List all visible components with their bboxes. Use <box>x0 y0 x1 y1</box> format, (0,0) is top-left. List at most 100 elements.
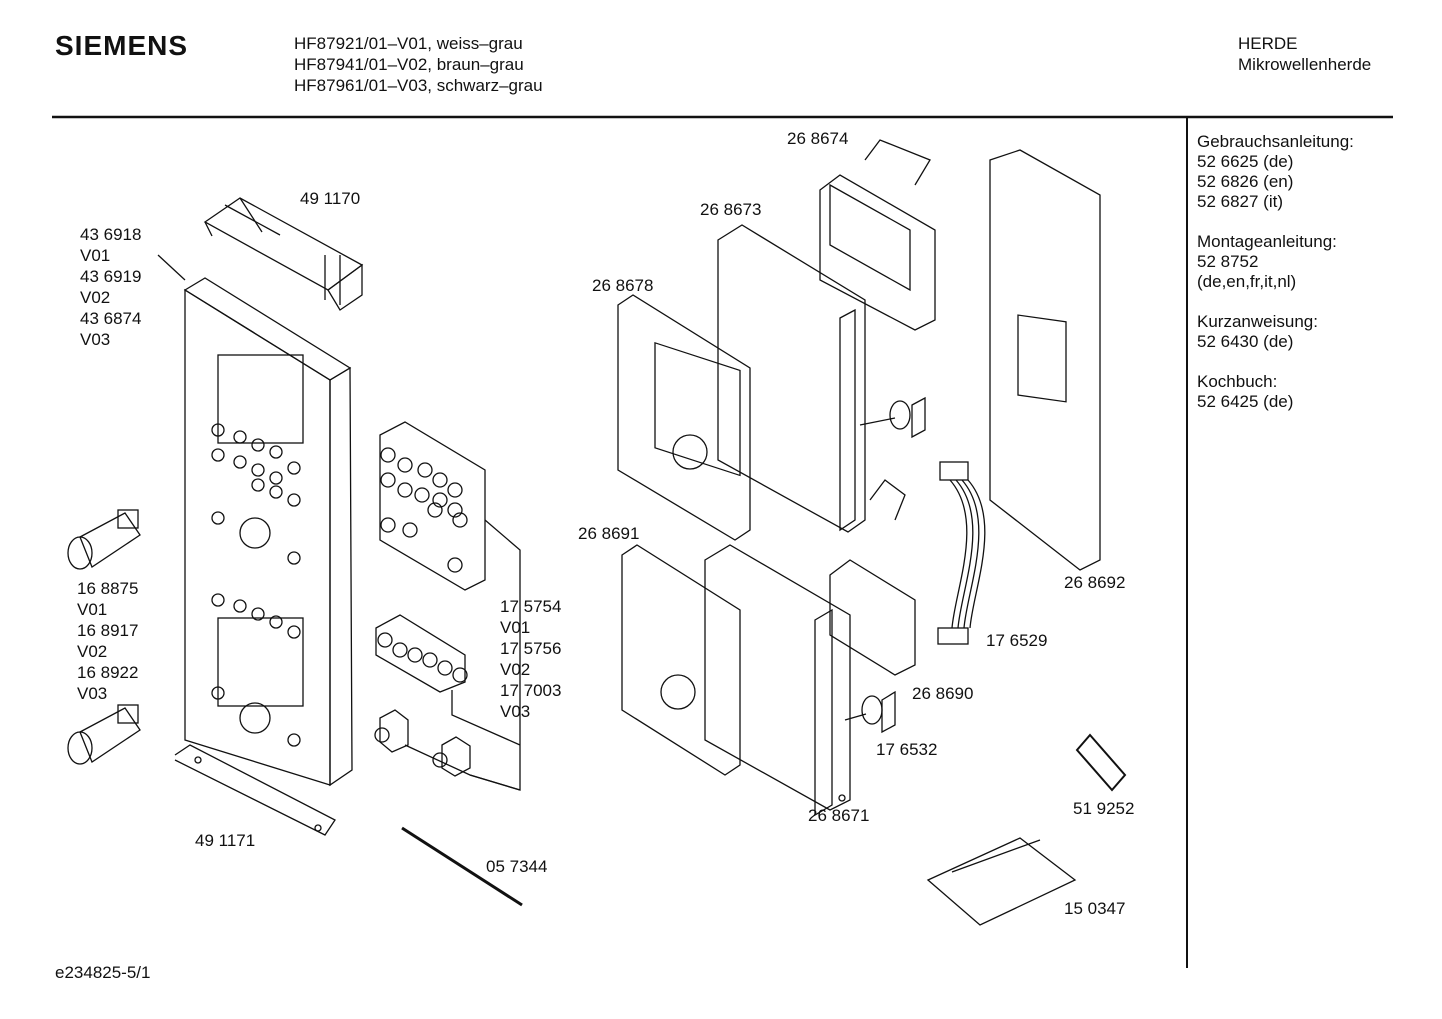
panel-button-icon <box>233 599 247 613</box>
key-button-icon <box>452 512 468 528</box>
doc-group-kurzanweisung: Kurzanweisung: 52 6430 (de) <box>1197 312 1354 352</box>
doc-line: 52 6826 (en) <box>1197 172 1294 191</box>
part-carrier-lower <box>704 544 851 817</box>
key-button-icon <box>380 472 396 488</box>
part-label-line: 17 7003 <box>500 681 562 700</box>
part-label-057344: 05 7344 <box>486 857 548 876</box>
part-bracket-491170 <box>203 197 364 311</box>
panel-button-icon <box>287 625 301 639</box>
part-carrier-upper <box>717 224 866 533</box>
key-button-icon <box>374 727 390 743</box>
doc-title: Kurzanweisung: <box>1197 312 1318 331</box>
part-label-268671: 26 8671 <box>808 806 870 825</box>
panel-button-icon <box>269 615 283 629</box>
doc-title: Gebrauchsanleitung: <box>1197 132 1354 151</box>
key-buttons <box>374 447 468 768</box>
key-button-icon <box>380 447 396 463</box>
leader-line <box>157 254 186 281</box>
panel-button-icon <box>287 733 301 747</box>
key-button-icon <box>432 472 448 488</box>
part-screw-bag <box>926 837 1077 926</box>
part-label-268674: 26 8674 <box>787 129 849 148</box>
part-label-line: 17 5756 <box>500 639 562 658</box>
part-label-line: 43 6874 <box>80 309 142 328</box>
part-knob-upper <box>67 509 141 570</box>
bracket-line <box>404 744 521 791</box>
part-label-line: V03 <box>80 330 111 349</box>
key-button-icon <box>432 752 448 768</box>
panel-button-icon <box>211 593 225 607</box>
doc-line: 52 6827 (it) <box>1197 192 1283 211</box>
key-button-icon <box>407 647 423 663</box>
key-button-icon <box>392 642 408 658</box>
part-label-168875-group: 16 8875 V01 16 8917 V02 16 8922 V03 <box>77 578 138 704</box>
model-line: HF87961/01–V03, schwarz–grau <box>294 76 543 95</box>
part-display-frame-upper <box>617 294 751 541</box>
key-button-icon <box>447 482 463 498</box>
key-button-icon <box>447 502 463 518</box>
part-label-150347: 15 0347 <box>1064 899 1126 918</box>
drawing-number: e234825-5/1 <box>55 963 151 982</box>
part-label-line: V02 <box>500 660 531 679</box>
panel-button-icon <box>211 423 225 437</box>
key-button-icon <box>452 667 468 683</box>
key-button-icon <box>432 492 448 508</box>
doc-line: 52 6425 (de) <box>1197 392 1294 411</box>
panel-button-icon <box>211 511 225 525</box>
category-line: Mikrowellenherde <box>1238 55 1372 74</box>
panel-button-icon <box>211 686 225 700</box>
key-button-icon <box>397 482 413 498</box>
key-button-icon <box>377 632 393 648</box>
part-label-176532: 17 6532 <box>876 740 938 759</box>
panel-button-icon <box>287 551 301 565</box>
part-key-single-a <box>379 709 409 753</box>
panel-button-icon <box>233 455 247 469</box>
part-label-line: 43 6918 <box>80 225 142 244</box>
panel-button-icon <box>251 607 265 621</box>
doc-line: (de,en,fr,it,nl) <box>1197 272 1297 291</box>
part-key-single-b <box>441 736 471 777</box>
panel-button-icon <box>287 493 301 507</box>
part-label-491170: 49 1170 <box>300 189 361 208</box>
part-label-268673: 26 8673 <box>700 200 762 219</box>
panel-button-icon <box>233 430 247 444</box>
panel-button-icon <box>251 463 265 477</box>
part-label-line: 43 6919 <box>80 267 142 286</box>
key-button-icon <box>437 660 453 676</box>
part-rod <box>401 826 523 907</box>
part-label-line: 16 8875 <box>77 579 139 598</box>
part-foil <box>1075 733 1127 792</box>
panel-button-icon <box>269 471 283 485</box>
part-label-line: V03 <box>77 684 108 703</box>
category-line: HERDE <box>1238 34 1298 53</box>
part-label-line: V02 <box>77 642 108 661</box>
doc-line: 52 6430 (de) <box>1197 332 1294 351</box>
panel-button-icon <box>269 445 283 459</box>
part-label-line: V01 <box>80 246 111 265</box>
part-label-519252: 51 9252 <box>1073 799 1135 818</box>
model-line: HF87921/01–V01, weiss–grau <box>294 34 523 53</box>
part-knob-lower <box>67 704 141 765</box>
panel-button-icon <box>287 461 301 475</box>
model-list: HF87921/01–V01, weiss–grau HF87941/01–V0… <box>294 33 543 96</box>
doc-title: Montageanleitung: <box>1197 232 1337 251</box>
part-label-176529: 17 6529 <box>986 631 1048 650</box>
part-label-line: 16 8917 <box>77 621 139 640</box>
doc-title: Kochbuch: <box>1197 372 1278 391</box>
category: HERDE Mikrowellenherde <box>1238 33 1371 75</box>
key-button-icon <box>422 652 438 668</box>
part-label-line: V03 <box>500 702 531 721</box>
documents-panel: Gebrauchsanleitung: 52 6625 (de) 52 6826… <box>1197 132 1354 432</box>
part-label-line: V01 <box>500 618 531 637</box>
model-line: HF87941/01–V02, braun–grau <box>294 55 524 74</box>
panel-buttons <box>211 423 301 747</box>
part-label-line: 17 5754 <box>500 597 562 616</box>
part-ribbon-cable <box>937 461 986 645</box>
doc-line: 52 8752 <box>1197 252 1259 271</box>
part-label-line: V01 <box>77 600 108 619</box>
key-button-icon <box>447 557 463 573</box>
part-label-268692: 26 8692 <box>1064 573 1126 592</box>
part-board-lower <box>829 479 916 676</box>
doc-group-gebrauchsanleitung: Gebrauchsanleitung: 52 6625 (de) 52 6826… <box>1197 132 1354 212</box>
